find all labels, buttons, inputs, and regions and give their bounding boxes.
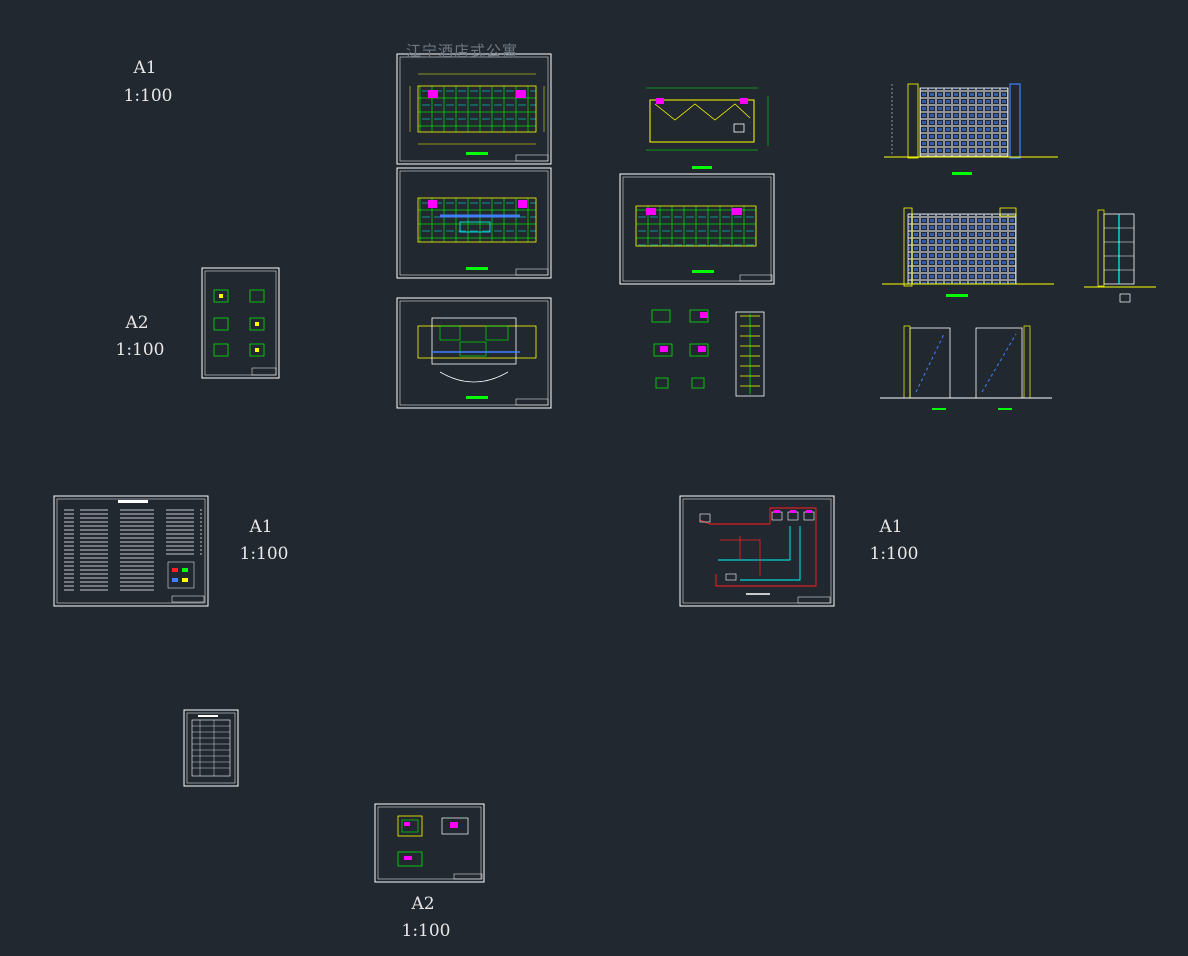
- sheet-scale-label: 1:100: [401, 921, 451, 941]
- sheet-elevation-front[interactable]: [884, 83, 1058, 175]
- sheet-door-window-schedule[interactable]: [183, 709, 239, 787]
- sheet-scale-label: 1:100: [123, 86, 173, 106]
- sheet-design-notes[interactable]: [53, 495, 209, 607]
- sheet-size-label: A1: [133, 58, 157, 78]
- project-title: 江宁酒店式公寓: [406, 42, 519, 60]
- sheet-notes-a2-details[interactable]: [201, 267, 280, 379]
- sheet-stair-sections[interactable]: [880, 325, 1052, 410]
- sheet-floor-plan-1[interactable]: [396, 53, 552, 165]
- sheet-size-label: A2: [125, 313, 149, 333]
- sheet-system-diagram[interactable]: [679, 495, 835, 607]
- sheet-enlarged-details-a2[interactable]: [374, 803, 485, 883]
- sheet-floor-plan-ground[interactable]: [396, 297, 552, 409]
- sheet-detail-blocks[interactable]: [651, 309, 765, 397]
- sheet-elevation-rear[interactable]: [882, 207, 1054, 297]
- sheet-floor-plan-2[interactable]: [396, 167, 552, 279]
- sheet-scale-label: 1:100: [115, 340, 165, 360]
- sheet-floor-plan-typical[interactable]: [619, 173, 775, 285]
- sheet-size-label: A1: [879, 517, 903, 537]
- sheet-scale-label: 1:100: [869, 544, 919, 564]
- sheet-roof-plan[interactable]: [646, 87, 769, 169]
- sheet-section-side[interactable]: [1084, 209, 1156, 303]
- sheet-size-label: A1: [249, 517, 273, 537]
- sheet-scale-label: 1:100: [239, 544, 289, 564]
- sheet-size-label: A2: [411, 894, 435, 914]
